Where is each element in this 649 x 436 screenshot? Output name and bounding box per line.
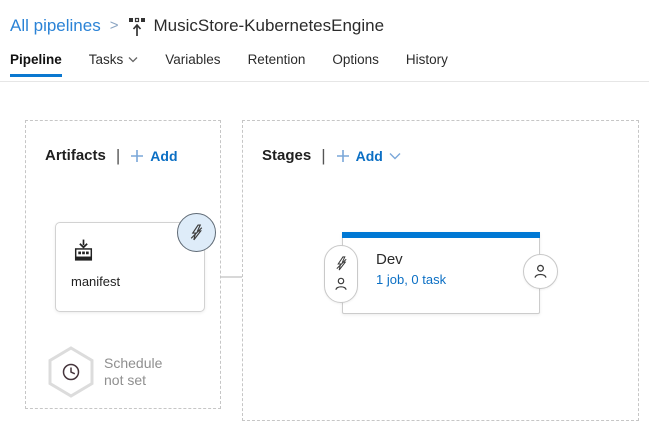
plus-icon	[336, 149, 350, 163]
tab-history[interactable]: History	[406, 44, 448, 77]
person-approvals-icon	[532, 263, 549, 280]
breadcrumb-all-pipelines-link[interactable]: All pipelines	[10, 15, 101, 35]
person-approvals-icon	[333, 276, 349, 292]
add-stage-label: Add	[355, 147, 383, 164]
pipeline-canvas: Artifacts | Add Stages | Add	[0, 82, 649, 430]
breadcrumb: All pipelines > MusicStore-KubernetesEng…	[0, 0, 649, 40]
artifacts-title: Artifacts	[45, 147, 106, 164]
pre-deployment-conditions-button[interactable]	[324, 245, 358, 303]
schedule-trigger[interactable]: Schedule not set	[47, 346, 178, 398]
stage-jobs-tasks-link[interactable]: 1 job, 0 task	[376, 272, 447, 287]
stage-status-bar	[342, 232, 540, 238]
stages-title: Stages	[262, 147, 312, 164]
chevron-down-icon	[128, 56, 138, 63]
pipeline-title: MusicStore-KubernetesEngine	[153, 15, 385, 35]
stages-header: Stages | Add	[243, 121, 638, 164]
tab-retention[interactable]: Retention	[248, 44, 306, 77]
lightning-bolt-slash-icon	[334, 256, 349, 271]
stage-name: Dev	[376, 251, 403, 268]
tab-pipeline[interactable]: Pipeline	[10, 44, 62, 77]
plus-icon	[130, 149, 144, 163]
add-artifact-label: Add	[150, 147, 178, 164]
tab-label: Variables	[165, 52, 221, 67]
tab-label: Retention	[247, 52, 306, 67]
artifacts-header: Artifacts | Add	[26, 121, 220, 164]
add-artifact-button[interactable]: Add	[130, 147, 178, 164]
lightning-bolt-slash-icon	[188, 224, 205, 241]
post-deployment-conditions-button[interactable]	[523, 254, 558, 289]
chevron-down-icon	[389, 152, 401, 160]
header-separator: |	[115, 146, 121, 165]
tab-tasks[interactable]: Tasks	[89, 44, 139, 77]
cd-trigger-badge[interactable]	[177, 213, 216, 252]
breadcrumb-separator: >	[109, 17, 119, 34]
header-separator: |	[321, 146, 326, 165]
tab-label: Options	[332, 52, 379, 67]
tab-label: History	[405, 52, 448, 67]
tab-bar-divider	[0, 81, 649, 82]
release-pipeline-icon	[128, 17, 146, 37]
artifact-package-icon	[71, 238, 96, 263]
clock-hexagon-icon	[47, 346, 95, 398]
tab-options[interactable]: Options	[332, 44, 379, 77]
stage-card-dev[interactable]: Dev 1 job, 0 task	[342, 232, 540, 314]
artifact-name: manifest	[71, 274, 121, 289]
tab-variables[interactable]: Variables	[165, 44, 220, 77]
tab-label: Tasks	[88, 52, 124, 67]
add-stage-button[interactable]: Add	[336, 148, 401, 164]
schedule-status: Schedule not set	[104, 355, 163, 388]
tab-label: Pipeline	[10, 52, 62, 67]
tab-bar: Pipeline Tasks Variables Retention Optio…	[0, 44, 649, 77]
